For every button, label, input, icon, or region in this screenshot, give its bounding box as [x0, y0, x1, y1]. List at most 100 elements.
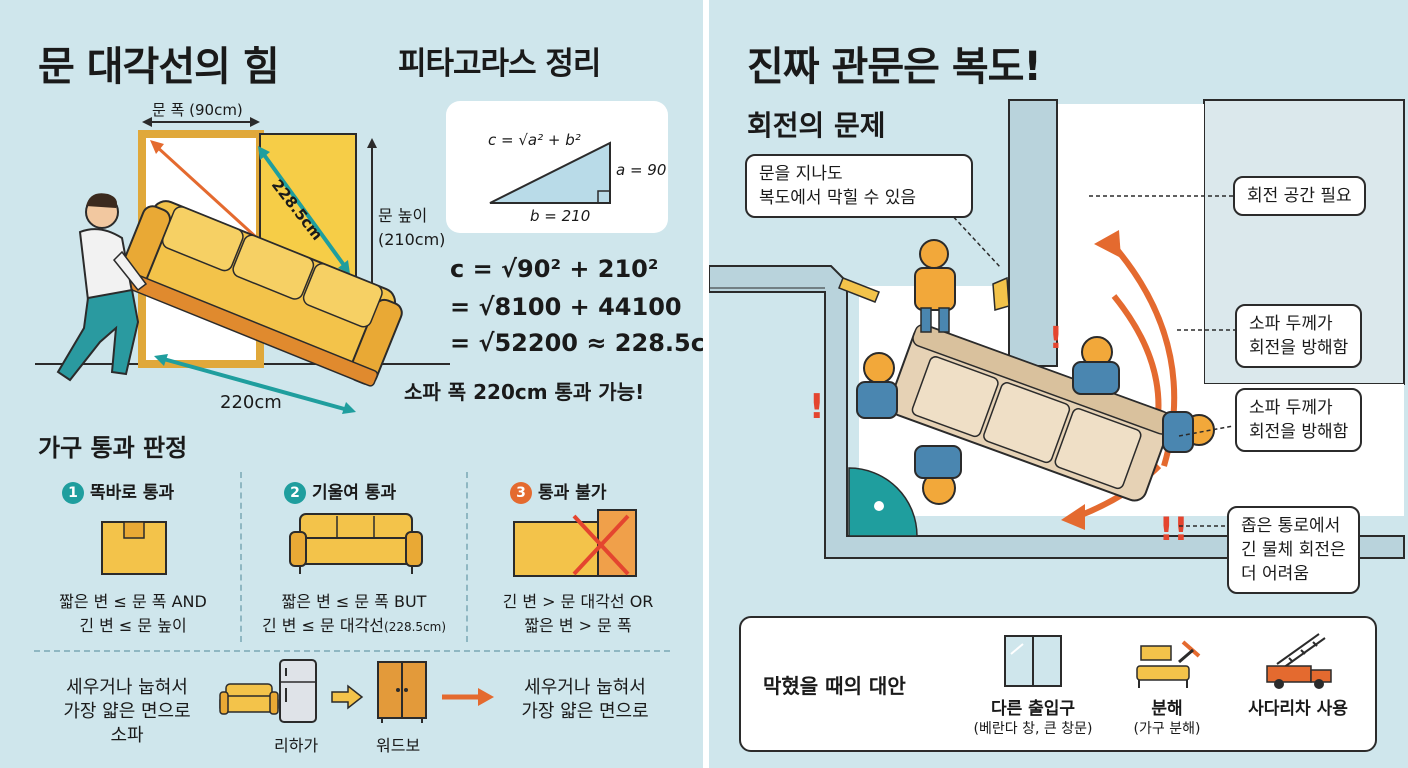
formula-text: c = √a² + b² [488, 131, 581, 149]
mover-person [56, 193, 148, 382]
judgement-title: 가구 통과 판정 [38, 434, 188, 462]
door-height-label: 문 높이 (210cm) [378, 204, 445, 252]
bottom-left-line2: 가장 얇은 면으로 [63, 701, 191, 722]
alt-1-label: 다른 출입구 [990, 699, 1076, 719]
callout-narrow-line1: 좁은 통로에서 [1241, 516, 1341, 536]
alt-2-sub: (가구 분해) [1133, 721, 1201, 737]
b-label: b = 210 [530, 207, 591, 225]
right-panel: 진짜 관문은 복도! 회전의 문제 [709, 0, 1408, 768]
case-1-rule: 짧은 변 ≤ 문 폭 AND 긴 변 ≤ 문 높이 [38, 590, 228, 638]
callout-door-pass: 문을 지나도 복도에서 막힐 수 있음 [745, 154, 973, 218]
a-label: a = 90 [616, 161, 667, 179]
door-height-line1: 문 높이 [378, 206, 428, 225]
callout-narrow: 좁은 통로에서 긴 물체 회전은 더 어려움 [1227, 506, 1360, 594]
calc-line-3: = √52200 ≈ 228.5cm [450, 329, 730, 357]
case-2-title-text: 기울여 통과 [312, 483, 397, 503]
callout-thickness-b-line1: 소파 두께가 [1249, 398, 1333, 418]
alternatives-title: 막혔을 때의 대안 [763, 674, 906, 698]
ladder-truck-icon [1266, 633, 1332, 689]
bottom-left-line1: 세우거나 눕혀서 [66, 677, 188, 698]
sofa-icon [289, 513, 423, 574]
wardrobe-icon [377, 661, 427, 723]
divider-1 [240, 472, 242, 642]
calc-line-2: = √8100 + 44100 [450, 293, 682, 321]
disassemble-icon [1136, 640, 1201, 688]
door-width-label: 문 폭 (90cm) [152, 101, 243, 119]
alternatives-box: 막혔을 때의 대안 다른 출입구 (베란다 창, 큰 창문) 분해 (가구 분해… [739, 616, 1377, 752]
case-3-number: 3 [510, 482, 532, 504]
worker-3 [914, 445, 962, 505]
case-2-number: 2 [284, 482, 306, 504]
callout-door-pass-line1: 문을 지나도 [759, 164, 843, 184]
door-illustration [35, 117, 450, 414]
case-1-line2: 긴 변 ≤ 문 높이 [79, 616, 187, 635]
worker-2 [856, 352, 898, 419]
callout-rotation-space-text: 회전 공간 필요 [1247, 186, 1352, 206]
alt-1-sub: (베란다 창, 큰 창문) [973, 721, 1093, 737]
sofa-length-label: 220cm [220, 392, 282, 413]
case-3-title: 3 통과 불가 [510, 478, 606, 504]
small-sofa-icon [219, 683, 279, 715]
right-subtitle: 회전의 문제 [747, 109, 886, 142]
svg-text:!: ! [809, 387, 825, 427]
alt-2-label: 분해 [1151, 699, 1183, 719]
callout-narrow-line2: 긴 물체 회전은 [1241, 540, 1346, 560]
left-title: 문 대각선의 힘 [38, 44, 280, 90]
case-1-title: 1 똑바로 통과 [62, 478, 174, 504]
case-1-number: 1 [62, 482, 84, 504]
blocked-box-icon [513, 509, 637, 577]
bottom-right-line1: 세우거나 눕혀서 [524, 677, 646, 698]
long-arrow-icon [442, 688, 494, 706]
arrow-right-icon [331, 684, 364, 710]
formula-card: c = √a² + b² a = 90 b = 210 [446, 101, 668, 233]
worker-1 [914, 239, 956, 333]
box-icon [101, 521, 167, 575]
worker-5 [1162, 411, 1215, 453]
corridor-wall-left [1008, 99, 1058, 367]
callout-thickness-a-line2: 회전을 방해함 [1249, 338, 1349, 358]
svg-text:!!: !! [1159, 510, 1188, 548]
alt-3-label: 사다리차 사용 [1248, 699, 1348, 719]
bottom-left-text: 세우거나 눕혀서 가장 얇은 면으로 소파 [42, 676, 212, 748]
case-1-line1: 짧은 변 ≤ 문 폭 AND [59, 592, 207, 611]
door-height-line2: (210cm) [378, 230, 446, 249]
case-3-title-text: 통과 불가 [538, 483, 607, 503]
case-2-line2: 긴 변 ≤ 문 대각선 [261, 616, 385, 635]
right-title: 진짜 관문은 복도! [747, 44, 1042, 90]
pythagoras-title: 피타고라스 정리 [398, 46, 601, 82]
case-2-line1: 짧은 변 ≤ 문 폭 BUT [281, 592, 427, 611]
callout-thickness-b: 소파 두께가 회전을 방해함 [1235, 388, 1363, 452]
calc-line-1: c = √90² + 210² [450, 255, 659, 283]
callout-rotation-space: 회전 공간 필요 [1233, 176, 1366, 216]
window-icon [1004, 635, 1062, 687]
bottom-divider [34, 650, 670, 652]
left-panel: 문 대각선의 힘 피타고라스 정리 [0, 0, 730, 768]
bottom-right-text: 세우거나 눕혀서 가장 얇은 면으로 [500, 676, 670, 724]
callout-thickness-a-line1: 소파 두께가 [1249, 314, 1333, 334]
worker-4 [1072, 336, 1120, 395]
callout-door-pass-line2: 복도에서 막힐 수 있음 [759, 188, 916, 208]
panel-divider [703, 0, 709, 768]
divider-2 [466, 472, 468, 642]
bottom-right-line2: 가장 얇은 면으로 [521, 701, 649, 722]
sofa-top-view [888, 324, 1173, 502]
fridge-label: 리하가 [274, 736, 319, 755]
right-triangle-icon [489, 141, 611, 204]
case-2-rule: 짧은 변 ≤ 문 폭 BUT 긴 변 ≤ 문 대각선(228.5cm) [248, 590, 460, 639]
fridge-icon [279, 659, 317, 723]
verdict-text: 소파 폭 220cm 통과 가능! [404, 380, 645, 404]
case-3-line2: 짧은 변 > 문 폭 [524, 616, 632, 635]
case-2-title: 2 기울여 통과 [284, 478, 396, 504]
case-1-title-text: 똑바로 통과 [90, 483, 175, 503]
callout-narrow-line3: 더 어려움 [1241, 564, 1309, 584]
sofa-tilted [116, 200, 403, 387]
case-3-line1: 긴 변 > 문 대각선 OR [502, 592, 654, 611]
svg-text:!: ! [1049, 321, 1063, 356]
wardrobe-label: 워드보 [376, 736, 421, 755]
case-2-line2-small: (228.5cm) [384, 620, 447, 634]
case-3-rule: 긴 변 > 문 대각선 OR 짧은 변 > 문 폭 [478, 590, 678, 638]
bottom-left-line3: 소파 [110, 725, 144, 746]
corridor-wall-outer [709, 265, 1405, 559]
callout-thickness-b-line2: 회전을 방해함 [1249, 422, 1349, 442]
